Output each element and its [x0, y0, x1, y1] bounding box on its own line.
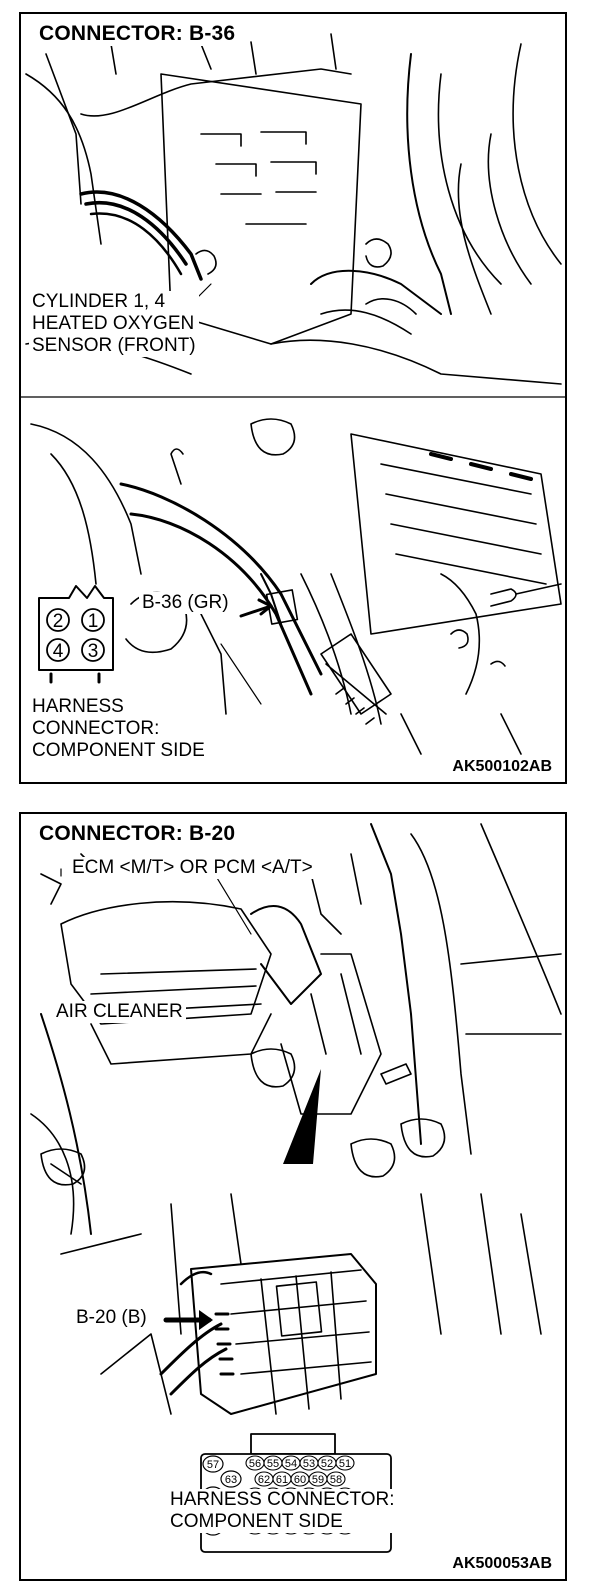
label-air-cleaner: AIR CLEANER [53, 1001, 186, 1023]
label-ecm-pcm: ECM <M/T> OR PCM <A/T> [69, 857, 316, 879]
b20-pin-57: 57 [207, 1459, 219, 1471]
label-oxygen-sensor-line3: SENSOR (FRONT) [32, 335, 196, 356]
b20-pin-54: 54 [285, 1458, 297, 1470]
b20-pin-59: 59 [312, 1474, 324, 1486]
figure-code-b20: AK500053AB [449, 1555, 555, 1573]
label-oxygen-sensor: CYLINDER 1, 4 HEATED OXYGEN SENSOR (FRON… [29, 291, 199, 357]
panel-b20-title: CONNECTOR: B-20 [35, 822, 240, 846]
engine-illustration-bottom: 57 63 70 76 83 56 55 54 53 52 51 62 61 6… [30, 823, 562, 1553]
b20-pin-63: 63 [225, 1474, 237, 1486]
b20-pin-56: 56 [249, 1458, 261, 1470]
b36-pin-3: 3 [88, 641, 99, 662]
label-b20-connector: B-20 (B) [73, 1307, 150, 1329]
label-harness-line1: HARNESS [32, 696, 124, 717]
label-oxygen-sensor-line2: HEATED OXYGEN [32, 313, 195, 334]
b20-pin-51: 51 [339, 1458, 351, 1470]
connector-b36-panel: 2 1 4 3 CONNECTOR: B-36 CYLINDER 1, 4 HE… [19, 12, 567, 784]
b20-pin-60: 60 [294, 1474, 306, 1486]
b20-pin-53: 53 [303, 1458, 315, 1470]
b20-pin-55: 55 [267, 1458, 279, 1470]
label-b20-side: HARNESS CONNECTOR: COMPONENT SIDE [167, 1489, 398, 1533]
label-harness-component-side: HARNESS CONNECTOR: COMPONENT SIDE [29, 696, 208, 762]
figure-code-b36: AK500102AB [449, 758, 555, 776]
b36-pin-1: 1 [88, 611, 99, 632]
b20-pin-62: 62 [258, 1474, 270, 1486]
b20-pin-52: 52 [321, 1458, 333, 1470]
b36-pin-2: 2 [53, 611, 64, 632]
label-oxygen-sensor-line1: CYLINDER 1, 4 [32, 291, 166, 312]
label-harness-line3: COMPONENT SIDE [32, 740, 205, 761]
b20-pin-58: 58 [330, 1474, 342, 1486]
b36-pin-4: 4 [53, 641, 64, 662]
label-b36-connector: B-36 (GR) [139, 592, 232, 614]
engine-illustration-top: 2 1 4 3 [21, 33, 565, 755]
panel-b36-title: CONNECTOR: B-36 [35, 22, 240, 46]
label-b20-side-line2: COMPONENT SIDE [170, 1511, 343, 1532]
label-b20-side-line1: HARNESS CONNECTOR: [170, 1489, 395, 1510]
connector-b20-panel: 57 63 70 76 83 56 55 54 53 52 51 62 61 6… [19, 812, 567, 1581]
b20-pin-61: 61 [276, 1474, 288, 1486]
label-harness-line2: CONNECTOR: [32, 718, 160, 739]
